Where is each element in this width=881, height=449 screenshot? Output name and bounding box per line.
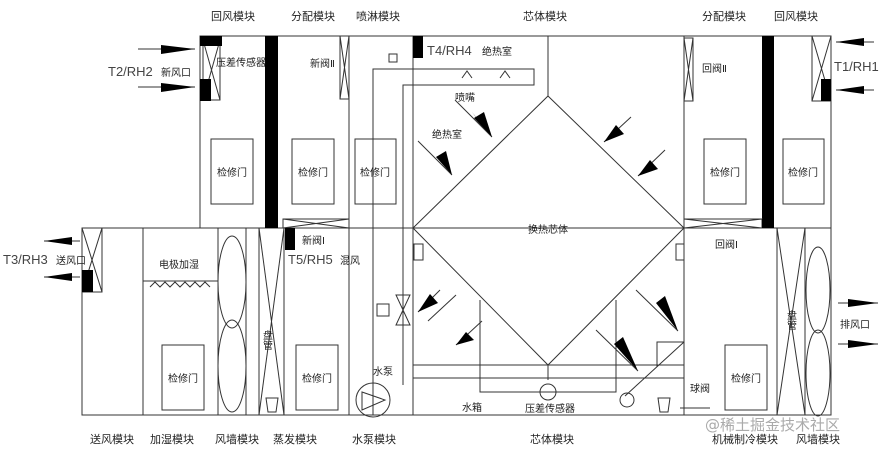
sensor-tag-t2: T2/RH2 xyxy=(108,64,153,79)
tank-label: 水箱 xyxy=(462,401,482,414)
module-label-supply: 送风模块 xyxy=(90,432,134,446)
sensor-tag-t5: T5/RH5 xyxy=(288,252,333,267)
drain-icon xyxy=(619,392,635,408)
sensor-block xyxy=(762,219,774,228)
service-door-label: 检修门 xyxy=(360,166,390,179)
module-label-fan-wall-left: 风墙模块 xyxy=(215,432,259,446)
module-label-return-left: 回风模块 xyxy=(211,10,255,23)
sensor-icon xyxy=(388,53,398,63)
module-label-distribution-right: 分配模块 xyxy=(702,10,746,23)
pump-label: 水泵 xyxy=(373,366,393,378)
supply-outlet-label: 送风口 xyxy=(56,254,86,267)
pump-impeller-icon xyxy=(361,391,387,411)
sensor-tag-t1: T1/RH1 xyxy=(834,59,879,74)
level-sensor-icon xyxy=(413,243,424,261)
module-label-mechanical-cooling: 机械制冷模块 xyxy=(712,432,778,446)
service-door-label: 检修门 xyxy=(298,166,328,179)
humidifier-electrodes xyxy=(149,281,211,288)
service-door-label: 检修门 xyxy=(168,372,198,385)
sensor-t4 xyxy=(413,36,423,58)
sensor-t1 xyxy=(821,79,831,101)
electrode-humidifier-label: 电极加湿 xyxy=(159,258,199,271)
return-valve-1-label: 回阀Ⅰ xyxy=(715,238,738,251)
nozzle-label: 喷嘴 xyxy=(455,92,475,104)
service-door-label: 检修门 xyxy=(788,166,818,179)
service-doors: 检修门 检修门 检修门 检修门 检修门 检修门 检修门 检修门 xyxy=(161,138,825,411)
service-door-label: 检修门 xyxy=(217,166,247,179)
nozzle-icon xyxy=(499,70,511,79)
mixed-air-label: 混风 xyxy=(340,255,360,267)
drain-valve-icon xyxy=(265,397,279,413)
water-piping xyxy=(372,68,710,415)
nozzle-icon xyxy=(461,70,473,79)
module-label-return-right: 回风模块 xyxy=(774,10,818,23)
return-valve-2-label: 回阀Ⅱ xyxy=(702,62,727,75)
adiabatic-room-1-label: 绝热室 xyxy=(482,45,512,58)
module-label-core-bottom: 芯体模块 xyxy=(530,432,574,446)
airflow-arrow-icons xyxy=(44,38,878,348)
module-label-humidify: 加湿模块 xyxy=(150,433,194,446)
sensor-tag-t4: T4/RH4 xyxy=(427,43,472,58)
fresh-valve-1-label: 新阀Ⅰ xyxy=(302,234,325,247)
module-label-fan-wall-right: 风墙模块 xyxy=(796,432,840,446)
fan-icon xyxy=(217,235,831,417)
coil-left-label: 盘管 xyxy=(261,329,273,351)
sensor-tag-t3: T3/RH3 xyxy=(3,252,48,267)
sensor-t2 xyxy=(200,79,211,101)
module-label-core-top: 芯体模块 xyxy=(523,9,567,23)
level-sensor-icon xyxy=(675,243,685,261)
module-label-spray: 喷淋模块 xyxy=(356,10,400,23)
pressure-sensor-bottom-label: 压差传感器 xyxy=(525,402,575,415)
water-pump-icon xyxy=(355,382,391,418)
sensor-t5 xyxy=(285,228,295,250)
service-door-label: 检修门 xyxy=(731,372,761,385)
module-label-distribution-left: 分配模块 xyxy=(291,10,335,23)
pressure-sensor-icon xyxy=(539,383,557,401)
partition-left xyxy=(265,36,278,228)
coil-right-label: 盘管 xyxy=(785,309,797,331)
module-label-pump: 水泵模块 xyxy=(352,433,396,446)
exhaust-outlet-label: 排风口 xyxy=(840,318,870,331)
sensor-block xyxy=(200,36,222,46)
adiabatic-room-2-label: 绝热室 xyxy=(432,128,462,141)
pressure-sensor-top-label: 压差传感器 xyxy=(216,56,266,69)
watermark: @稀土掘金技术社区 xyxy=(705,416,840,434)
heat-core-label: 换热芯体 xyxy=(528,223,568,236)
partition-right xyxy=(762,36,774,228)
airflow-arrows xyxy=(417,99,679,372)
valve-actuator-icon xyxy=(376,303,390,317)
service-door-label: 检修门 xyxy=(302,372,332,385)
service-door-label: 检修门 xyxy=(710,166,740,179)
module-label-evaporation: 蒸发模块 xyxy=(273,432,317,446)
ball-valve-label: 球阀 xyxy=(690,382,710,395)
fresh-inlet-label: 新风口 xyxy=(161,66,191,79)
sensor-t3 xyxy=(82,270,93,292)
drain-valve-icon xyxy=(657,397,671,413)
fresh-valve-2-label: 新阀Ⅱ xyxy=(310,57,335,70)
valve-icon xyxy=(395,294,411,326)
